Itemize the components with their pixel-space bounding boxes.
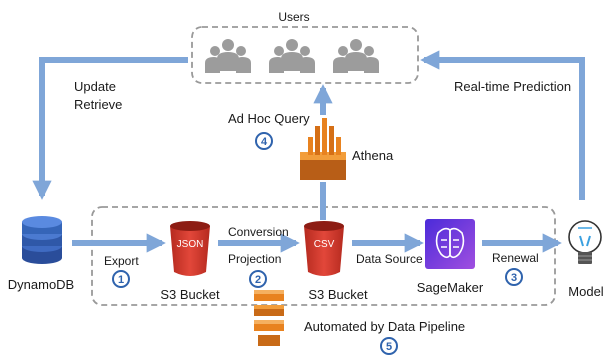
arrow-users-to-dynamodb xyxy=(32,57,188,200)
dynamodb-label: DynamoDB xyxy=(8,277,74,292)
sagemaker-label: SageMaker xyxy=(417,280,484,295)
step-2-badge: 2 xyxy=(249,270,267,288)
step-3-badge: 3 xyxy=(505,268,523,286)
update-label: Update xyxy=(74,79,116,94)
model-label: Model xyxy=(568,284,604,299)
athena-icon xyxy=(300,118,346,180)
s3-csv-label: S3 Bucket xyxy=(308,287,368,302)
conversion-label: Conversion xyxy=(228,225,289,239)
realtime-prediction-label: Real-time Prediction xyxy=(454,79,571,94)
export-label: Export xyxy=(104,254,139,268)
dynamodb-icon xyxy=(22,216,62,264)
step-1-badge: 1 xyxy=(112,270,130,288)
svg-text:2: 2 xyxy=(255,274,261,286)
sagemaker-icon xyxy=(425,219,475,269)
step-5-badge: 5 xyxy=(380,337,398,355)
athena-label: Athena xyxy=(352,148,394,163)
users-icon xyxy=(205,39,379,73)
svg-text:CSV: CSV xyxy=(314,239,335,250)
renewal-label: Renewal xyxy=(492,251,539,265)
lightbulb-icon xyxy=(568,220,602,264)
adhoc-query-label: Ad Hoc Query xyxy=(228,111,310,126)
svg-text:4: 4 xyxy=(261,136,268,148)
s3-json-bucket-icon: JSON xyxy=(170,221,210,276)
pipeline-label: Automated by Data Pipeline xyxy=(304,319,465,334)
s3-json-label: S3 Bucket xyxy=(160,287,220,302)
users-group-box xyxy=(191,26,419,84)
step-4-badge: 4 xyxy=(255,132,273,150)
arrow-model-to-users xyxy=(420,50,585,200)
svg-text:3: 3 xyxy=(511,272,517,284)
data-pipeline-icon xyxy=(254,290,284,346)
users-label: Users xyxy=(278,10,309,24)
s3-csv-bucket-icon: CSV xyxy=(304,221,344,276)
retrieve-label: Retrieve xyxy=(74,97,122,112)
svg-text:JSON: JSON xyxy=(177,239,204,250)
svg-text:1: 1 xyxy=(118,274,124,286)
projection-label: Projection xyxy=(228,252,281,266)
data-source-label: Data Source xyxy=(356,252,423,266)
svg-text:5: 5 xyxy=(386,341,392,353)
